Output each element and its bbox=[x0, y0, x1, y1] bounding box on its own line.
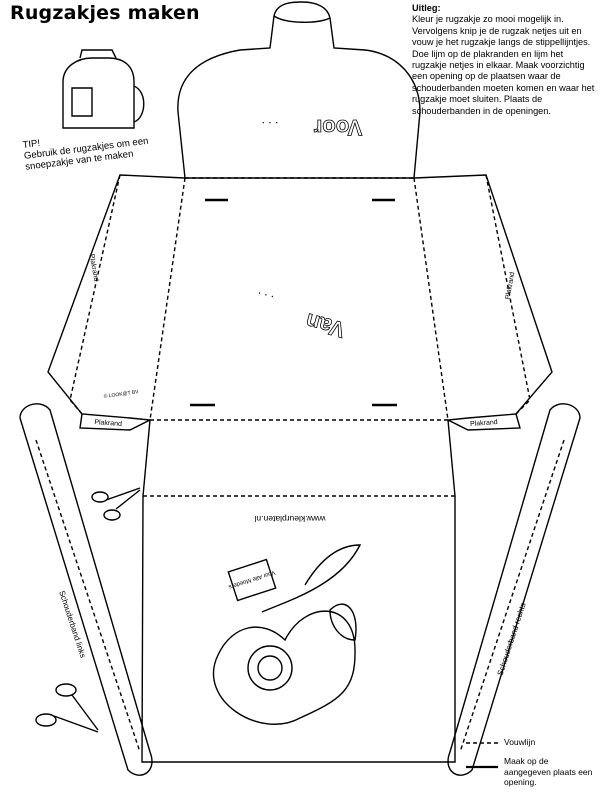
strap-left bbox=[19, 403, 153, 776]
lid-flap bbox=[177, 1, 421, 179]
rose-heart-illustration bbox=[329, 603, 357, 641]
fold-line bbox=[413, 177, 449, 421]
glue-flap-left-bottom bbox=[79, 413, 151, 431]
instructions: Uitleg: Kleur je rugzakje zo mooi mogeli… bbox=[412, 3, 596, 117]
fold-line bbox=[459, 439, 565, 753]
copyright: © LOOK@T BV bbox=[103, 388, 139, 400]
fold-line bbox=[69, 174, 121, 415]
glue-label-left: Plakrand bbox=[88, 254, 100, 283]
scissors-icon bbox=[91, 487, 141, 521]
website-label: www.kleurplaten.nl bbox=[254, 514, 326, 524]
front-dots: . . . bbox=[262, 119, 279, 133]
page-title: Rugzakjes maken bbox=[10, 2, 200, 24]
strap-right bbox=[447, 403, 581, 776]
rose-heart-illustration bbox=[257, 655, 283, 681]
card-text: Voor Alle Moeders bbox=[228, 569, 276, 590]
front-label: Voor bbox=[313, 115, 362, 140]
legend-cut-label: Maak op de aangegeven plaats een opening… bbox=[504, 756, 593, 787]
rose-heart-illustration bbox=[212, 610, 356, 725]
fold-line bbox=[149, 177, 186, 421]
instructions-body: Kleur je rugzakje zo mooi mogelijk in. V… bbox=[412, 14, 595, 116]
glue-label-bottom-left: Plakrand bbox=[94, 419, 122, 428]
from-dots: . . . bbox=[255, 289, 275, 307]
card-illustration bbox=[227, 558, 277, 602]
backpack-icon bbox=[62, 49, 145, 129]
rose-heart-illustration bbox=[247, 645, 293, 691]
glue-label-bottom-right: Plakrand bbox=[470, 419, 498, 428]
glue-flap-right-bottom bbox=[447, 413, 521, 431]
legend-fold-label: Vouwlijn bbox=[504, 737, 536, 747]
body-outline bbox=[47, 174, 553, 763]
scissors-icon bbox=[35, 683, 99, 733]
strap-right-label: Schouderband rechts bbox=[496, 602, 528, 677]
rose-heart-illustration bbox=[261, 544, 362, 613]
fold-line bbox=[35, 439, 141, 753]
lid-handle-line bbox=[273, 15, 331, 23]
glue-label-right: Plakrand bbox=[505, 271, 517, 300]
from-label: Van bbox=[303, 308, 347, 342]
instructions-heading: Uitleg: bbox=[412, 3, 441, 13]
